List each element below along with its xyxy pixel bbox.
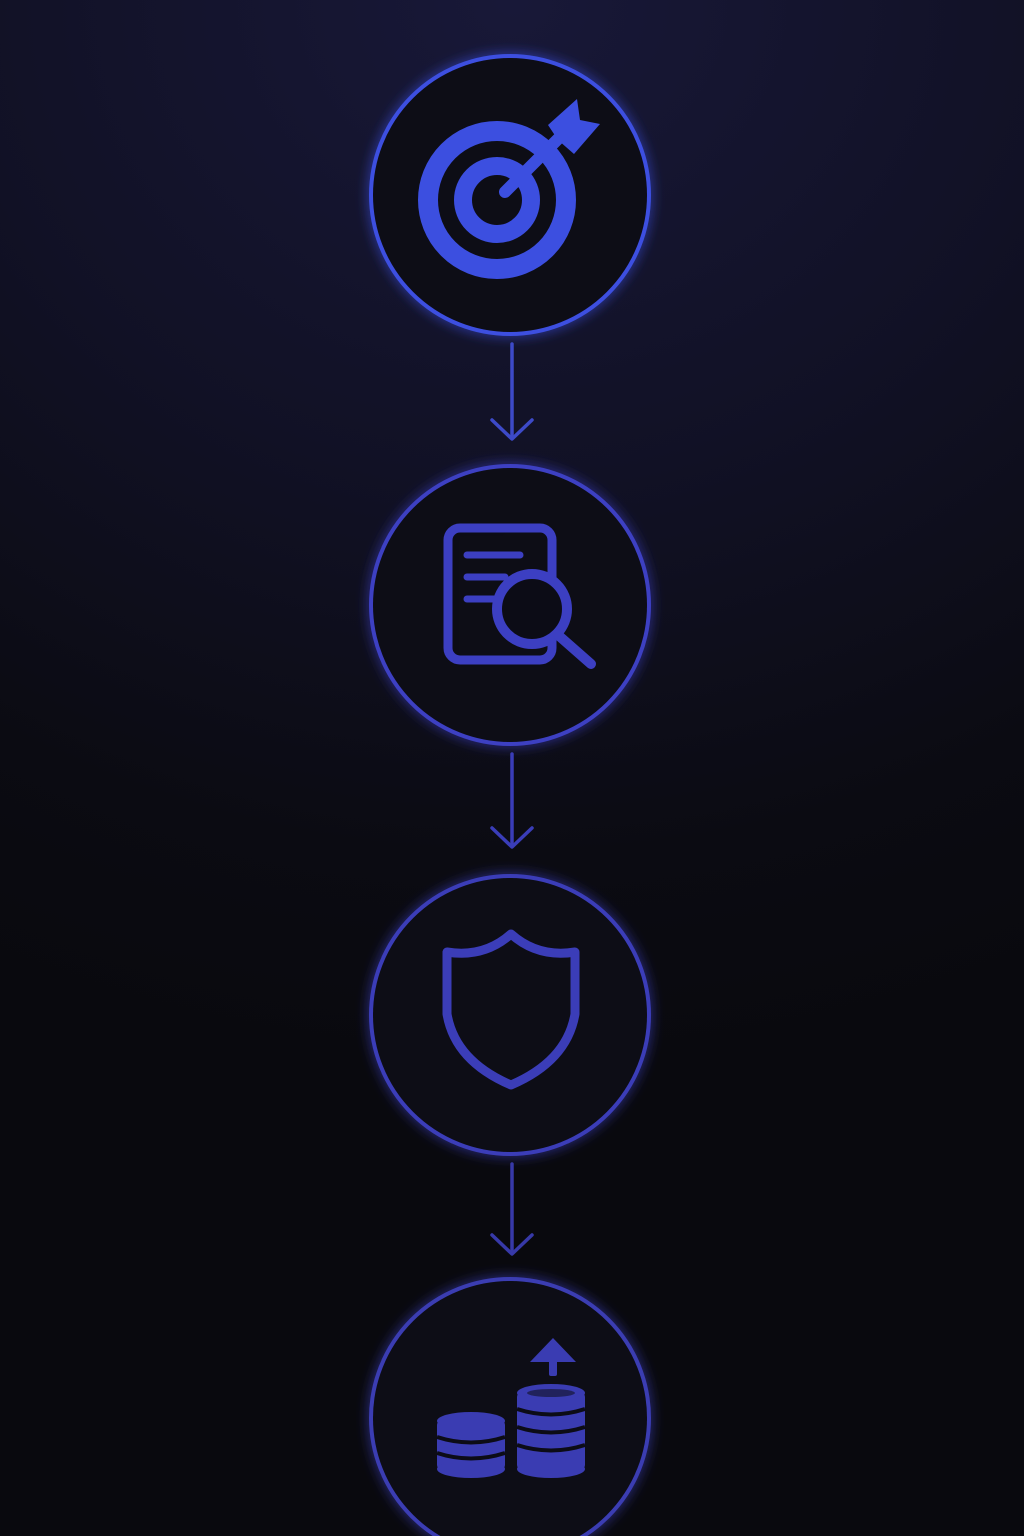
step-3-circle: [369, 874, 651, 1156]
connector-arrow-2: [490, 752, 534, 849]
step-1: [369, 54, 651, 336]
step-2: [369, 464, 651, 746]
document-search-icon: [443, 523, 596, 669]
target-arrow-icon: [418, 99, 600, 279]
coin-stack-right: [516, 1384, 586, 1478]
step-3: [369, 874, 651, 1156]
step-4-circle: [369, 1277, 651, 1536]
coins-growth-icon: [436, 1338, 586, 1478]
shield-icon: [442, 929, 580, 1090]
coin-stack-left: [436, 1412, 506, 1478]
connector-arrow-3: [490, 1162, 534, 1256]
step-4: [369, 1277, 651, 1536]
connector-arrow-1: [490, 342, 534, 441]
